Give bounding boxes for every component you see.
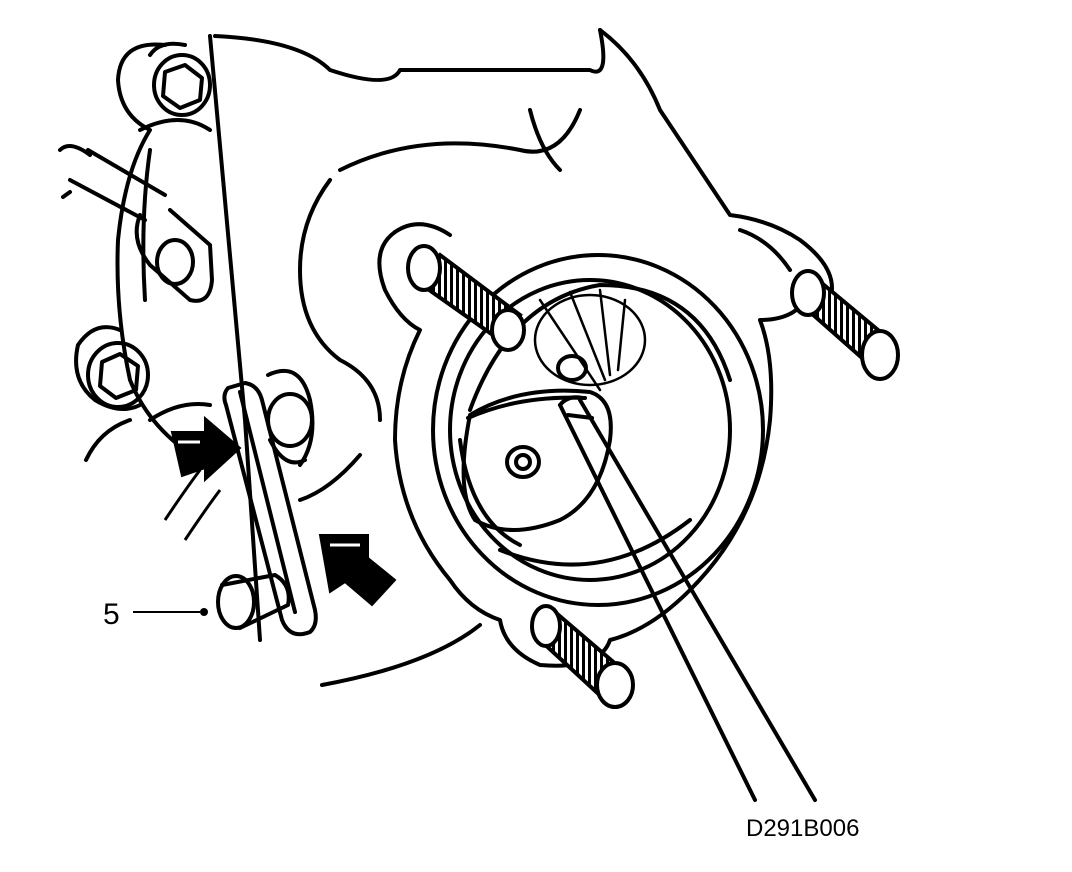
screwdriver [558,395,817,802]
stud-right [790,269,900,381]
wastegate-pin [216,573,291,630]
callout-5: 5 [103,598,208,631]
bolt-upper-left [148,41,212,117]
outlet-flange [377,222,812,668]
stud-upper-left [406,244,526,352]
bolt-lower-left [86,341,150,409]
left-flange [74,42,212,462]
dot-icon [200,608,208,616]
actuator-rod [58,144,214,303]
wastegate-valve [461,354,613,532]
arrow-right-icon [163,415,242,541]
turbine-wheel [533,288,647,392]
stud-lower [530,604,635,709]
callout-number: 5 [103,598,120,631]
figure-code: D291B006 [746,815,859,842]
arrow-up-left-icon [318,534,397,607]
wastegate-lever [222,369,318,637]
